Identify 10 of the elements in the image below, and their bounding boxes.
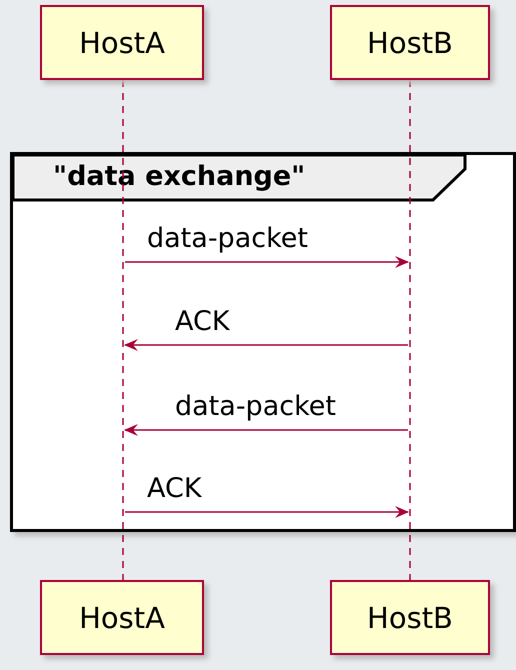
message-arrow bbox=[124, 339, 408, 351]
participant-box: HostB bbox=[330, 580, 490, 655]
participant-box: HostB bbox=[330, 5, 490, 80]
message-arrow bbox=[125, 506, 409, 518]
lifeline bbox=[408, 80, 412, 580]
participant-box: HostA bbox=[40, 580, 204, 655]
participant-box: HostA bbox=[40, 5, 204, 80]
message-arrow bbox=[124, 424, 408, 436]
message-arrow bbox=[125, 256, 409, 268]
frame-title: "data exchange" bbox=[53, 161, 306, 192]
